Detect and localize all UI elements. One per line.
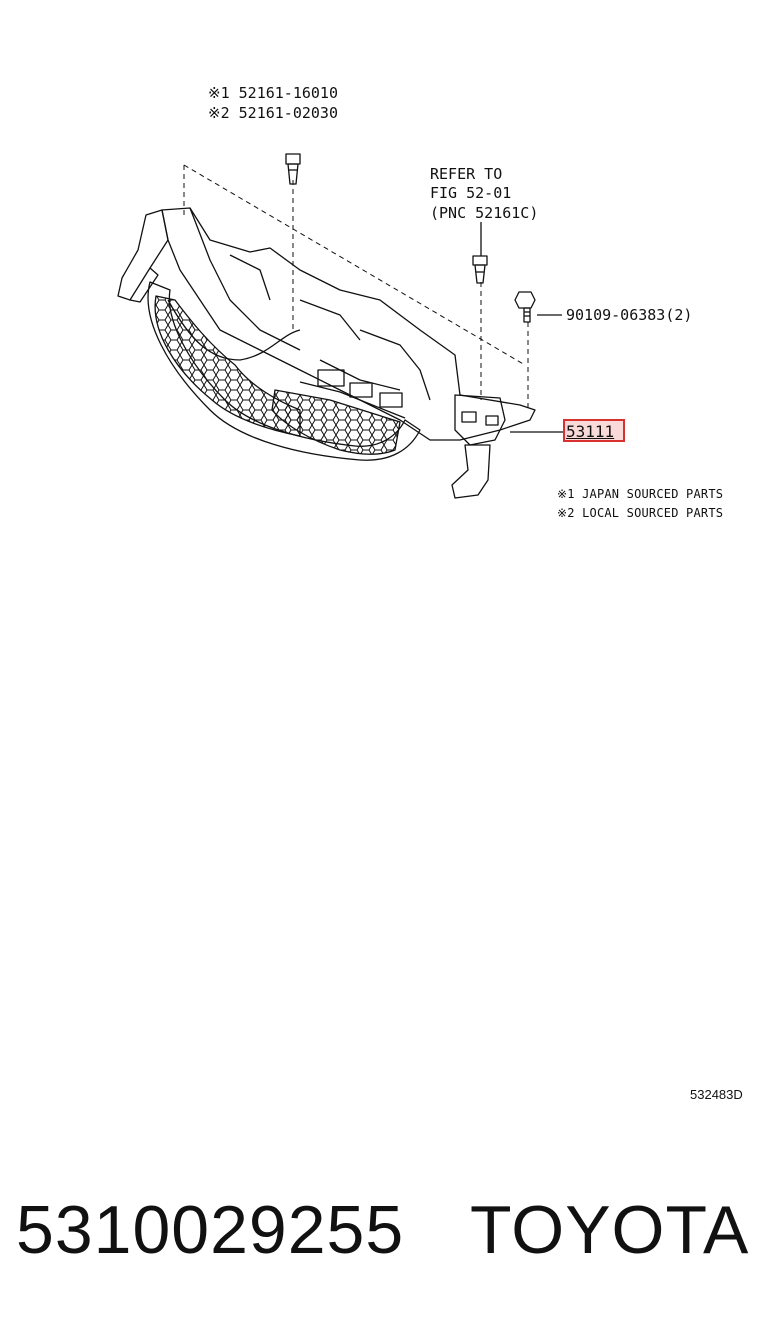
part-highlight-box[interactable] xyxy=(563,419,625,442)
grille-exploded-diagram xyxy=(117,153,563,499)
footer-part-number: 5310029255 xyxy=(16,1192,405,1268)
clip-icon-2 xyxy=(472,255,488,284)
lower-leg xyxy=(451,444,491,499)
figure-id: 532483D xyxy=(690,1087,743,1102)
bolt-icon xyxy=(514,291,536,323)
clip-callout-local: ※2 52161-02030 xyxy=(208,104,338,122)
lower-grille-mesh xyxy=(271,389,401,455)
bolt-callout: 90109-06383(2) xyxy=(566,306,693,324)
refer-callout-line2: FIG 52-01 xyxy=(430,184,512,202)
upper-grille-mesh xyxy=(154,295,301,437)
part-callout[interactable]: 53111 xyxy=(566,422,615,441)
assembly-lines xyxy=(183,164,529,408)
clip-icon xyxy=(285,153,301,185)
note-japan-sourced: ※1 JAPAN SOURCED PARTS xyxy=(557,487,724,501)
upper-panel xyxy=(161,207,536,441)
refer-callout-line1: REFER TO xyxy=(430,165,503,183)
right-mount xyxy=(454,394,506,446)
clip-callout-japan: ※1 52161-16010 xyxy=(208,84,338,102)
footer-brand: TOYOTA xyxy=(470,1192,750,1268)
note-local-sourced: ※2 LOCAL SOURCED PARTS xyxy=(557,506,724,520)
refer-callout-line3: (PNC 52161C) xyxy=(430,204,539,222)
